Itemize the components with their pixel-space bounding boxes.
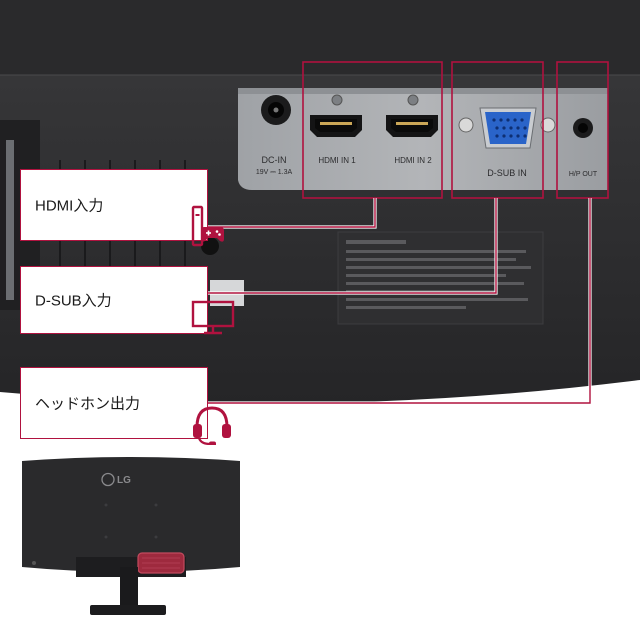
hdmi-callout-label: HDMI入力 [35,197,104,215]
brand-logo-text: LG [117,475,131,486]
headphone-callout-label: ヘッドホン出力 [35,395,141,413]
headphone-callout: ヘッドホン出力 [20,367,231,445]
dc-in-rating: 19V ⎓ 1.3A [256,169,293,176]
dsub-callout: D-SUB入力 [20,266,235,335]
dsub-callout-label: D-SUB入力 [35,292,112,310]
dsub-connector-line [208,198,497,294]
hp-highlight-frame [556,61,609,199]
lg-logo-icon [101,472,115,487]
dsub-label: D-SUB IN [487,168,527,178]
hdmi2-label: HDMI IN 2 [394,156,432,165]
rear-ports-photo: DC-IN 19V ⎓ 1.3A HDMI IN 1 HDMI IN 2 [0,0,640,445]
hdmi-callout: HDMI入力 [20,169,224,247]
hdmi-highlight-frame [302,61,443,199]
monitor-rear-thumbnail: LG [20,455,242,625]
hdmi1-label: HDMI IN 1 [318,156,356,165]
hp-label: H/P OUT [569,171,598,178]
hp-connector-line [208,198,591,404]
hdmi-connector-line [208,198,376,228]
dc-in-label: DC-IN [262,155,287,165]
